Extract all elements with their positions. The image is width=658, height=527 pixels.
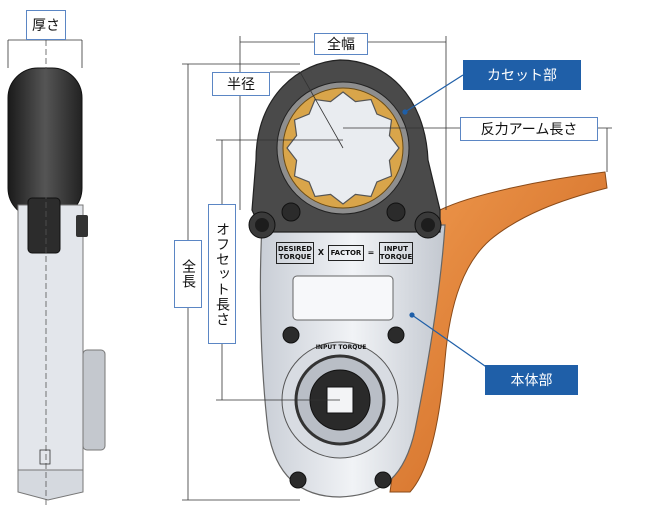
- label-overall-width: 全幅: [314, 33, 368, 55]
- side-head: [7, 67, 83, 219]
- plate-desired-torque: DESIRED TORQUE: [276, 242, 314, 264]
- cassette-bolts: [248, 202, 442, 239]
- side-hinge: [27, 197, 61, 254]
- reaction-arm: [389, 171, 608, 493]
- thickness-dimension: [7, 39, 83, 68]
- display-window: [292, 275, 394, 321]
- ring-input-torque-text: INPUT TORQUE: [315, 344, 367, 351]
- body-bolts: [282, 326, 405, 489]
- plate-equals: =: [367, 248, 375, 257]
- side-foot: [17, 469, 84, 501]
- side-pin: [76, 215, 88, 237]
- callout-cassette-part: カセット部: [463, 60, 581, 90]
- label-reaction-arm-length: 反力アーム長さ: [460, 117, 598, 141]
- label-radius: 半径: [212, 72, 270, 96]
- label-offset-length: オフセット長さ: [208, 204, 236, 344]
- plate-factor: FACTOR: [328, 245, 364, 261]
- side-mark: [39, 449, 51, 465]
- label-overall-length: 全長: [174, 240, 202, 308]
- plate-times: X: [317, 248, 325, 257]
- label-thickness: 厚さ: [26, 10, 66, 40]
- plate-input-torque: INPUT TORQUE: [379, 242, 413, 264]
- side-boss: [82, 349, 106, 451]
- callout-body-part: 本体部: [485, 365, 578, 395]
- side-view: [7, 40, 106, 505]
